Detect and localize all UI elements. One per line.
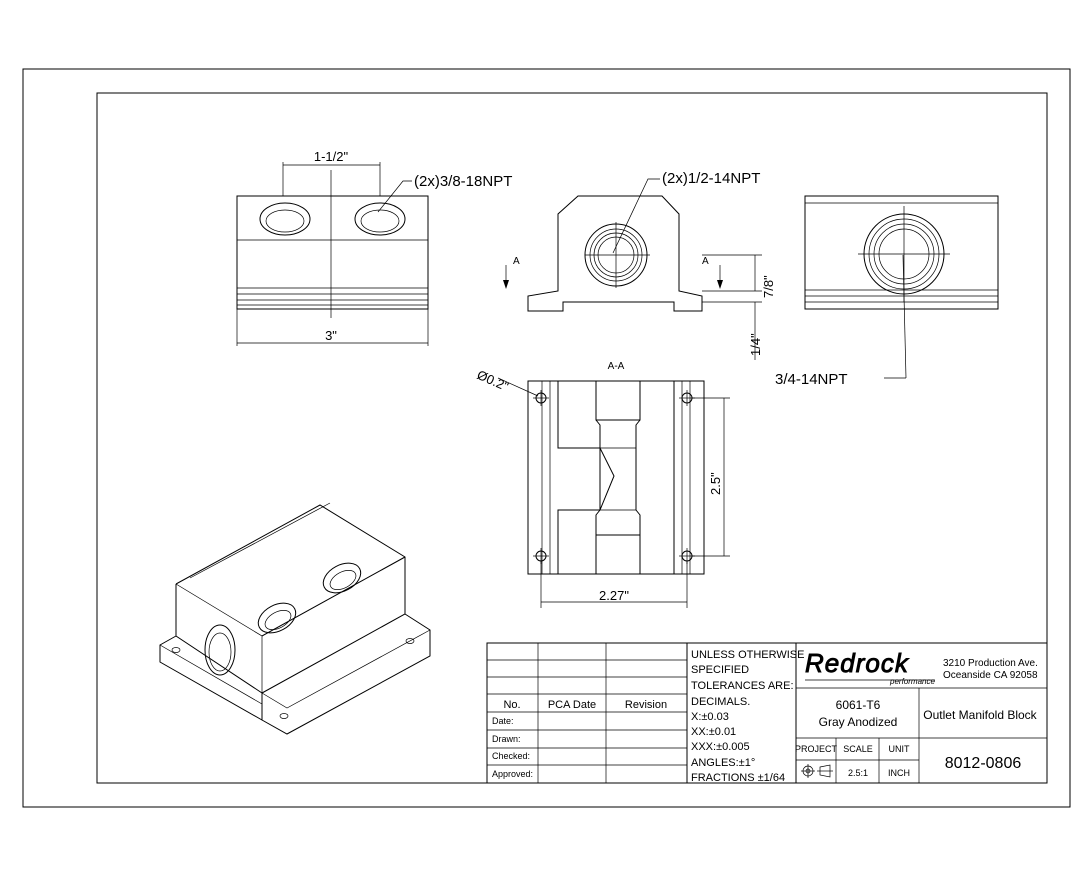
tolerance-line: UNLESS OTHERWISE [691,649,805,661]
callout-1-2-npt: (2x)1/2-14NPT [662,170,760,187]
side-view: 3/4-14NPT [775,195,999,388]
tolerance-line: XX:±0.01 [691,726,736,738]
company-address-line1: 3210 Production Ave. [943,658,1038,669]
company-logo: Redrock [805,648,910,678]
front-view: 7/8" 1/4" A A (2x)1/2-14NPT [503,170,776,360]
scale-value: 2.5:1 [848,768,868,778]
rev-header-revision: Revision [625,699,667,711]
isometric-view [159,502,431,735]
tolerance-line: TOLERANCES ARE: [691,680,794,692]
callout-3-8-npt: (2x)3/8-18NPT [414,173,512,190]
section-mark-right: A [702,256,709,267]
rev-header-date: PCA Date [548,699,596,711]
title-block: No. PCA Date Revision Date: Drawn: Check… [486,642,1048,784]
sign-row-date: Date: [492,716,514,726]
scale-label: SCALE [843,744,873,754]
project-label: PROJECT [795,744,838,754]
company-logo-sub: performance [889,677,935,686]
top-view: 1-1/2" 3" (2x)3/8-18NPT [236,149,512,346]
tolerance-line: ANGLES:±1° [691,757,755,769]
dim-base-height: 1/4" [748,333,763,356]
tolerance-line: XXX:±0.005 [691,741,750,753]
outer-border [22,68,1071,808]
section-label: A-A [608,361,625,372]
tolerance-line: FRACTIONS ±1/64 [691,772,785,784]
sign-row-approved: Approved: [492,769,533,779]
tolerance-line: DECIMALS. [691,696,750,708]
dim-port-spacing: 1-1/2" [314,149,349,164]
company-address-line2: Oceanside CA 92058 [943,670,1038,681]
dim-hole-spacing-horizontal: 2.27" [599,588,629,603]
third-angle-projection-icon [801,764,833,778]
unit-value: INCH [888,768,910,778]
rev-header-no: No. [503,699,520,711]
dim-block-width: 3" [325,328,337,343]
section-view: A-A Ø0.2" 2.5" [475,361,730,608]
sign-row-drawn: Drawn: [492,734,521,744]
tolerance-line: X:±0.03 [691,711,729,723]
part-name: Outlet Manifold Block [923,708,1037,722]
callout-3-4-npt: 3/4-14NPT [775,371,848,388]
unit-label: UNIT [889,744,910,754]
dim-hole-diameter: Ø0.2" [475,367,511,394]
tolerance-line: SPECIFIED [691,664,749,676]
dim-hole-spacing-vertical: 2.5" [708,472,723,495]
sign-row-checked: Checked: [492,751,530,761]
finish-spec: Gray Anodized [819,715,898,729]
material-spec: 6061-T6 [836,698,881,712]
section-mark-left: A [513,256,520,267]
part-number: 8012-0806 [945,755,1022,772]
dim-center-height: 7/8" [761,275,776,298]
